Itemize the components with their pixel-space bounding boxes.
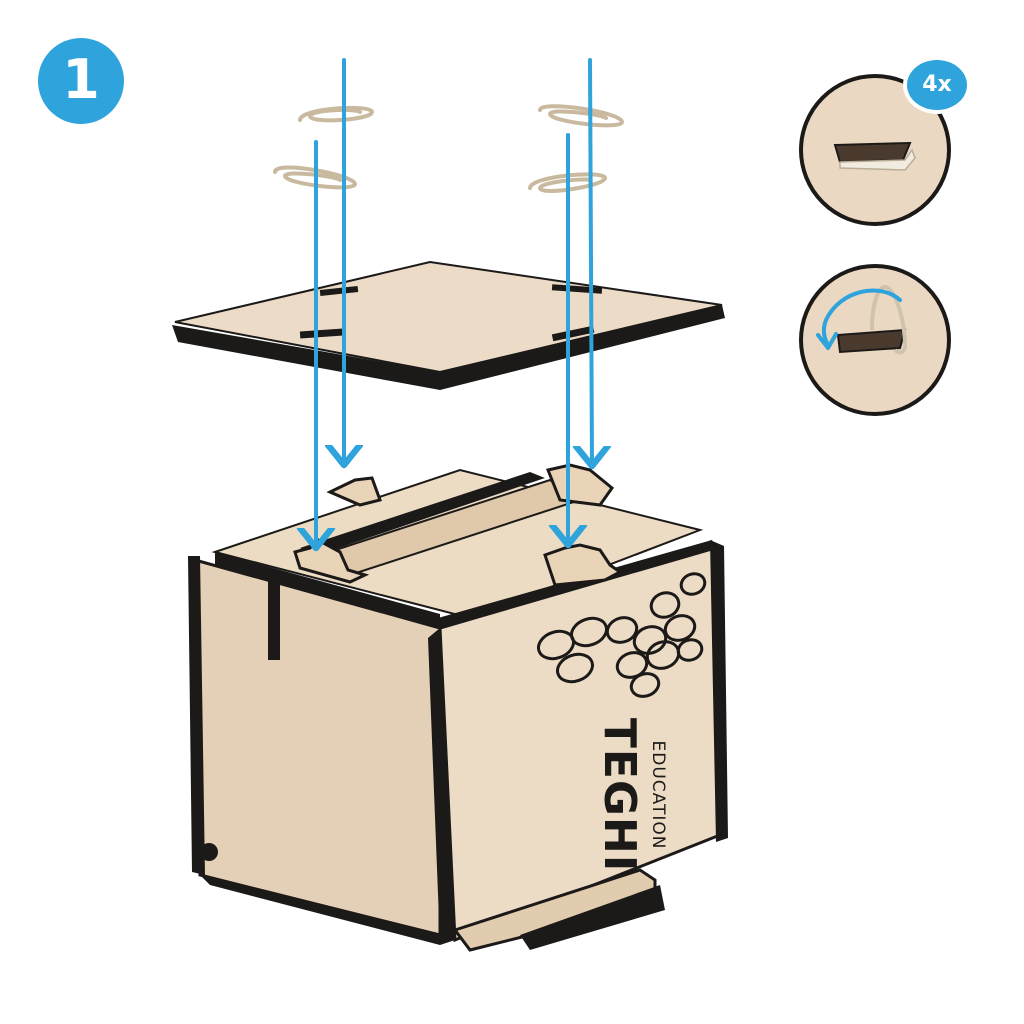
paper-clip-4 bbox=[528, 172, 608, 193]
brand-name: TEGHI bbox=[594, 718, 645, 872]
box-hole bbox=[200, 843, 218, 861]
arrow-right-back bbox=[590, 58, 592, 466]
quantity-badge: 4x bbox=[903, 56, 971, 114]
lid-slot-3 bbox=[551, 325, 595, 342]
box-notch-back-left bbox=[326, 476, 382, 507]
detail-inset-1 bbox=[799, 74, 951, 226]
wooden-box bbox=[188, 463, 728, 952]
step-number: 1 bbox=[62, 48, 100, 111]
detail-inset-2 bbox=[799, 264, 951, 416]
lid-slot-1 bbox=[299, 328, 346, 339]
box-front-edge bbox=[428, 628, 455, 945]
paper-clip-2 bbox=[273, 165, 358, 190]
rotate-arrow-icon bbox=[821, 288, 902, 347]
paper-clip-3 bbox=[538, 104, 625, 128]
insertion-arrows bbox=[316, 58, 592, 548]
box-right-edge bbox=[710, 540, 728, 842]
step-number-badge: 1 bbox=[38, 38, 124, 124]
inset-2-clip bbox=[870, 284, 908, 355]
box-left-edge bbox=[188, 556, 205, 875]
quantity-label: 4x bbox=[922, 72, 952, 97]
lid-slot-2 bbox=[319, 286, 359, 296]
box-lid bbox=[172, 260, 725, 390]
inset-1-panel bbox=[833, 141, 912, 164]
inset-2-panel bbox=[836, 328, 907, 354]
brand-engraving: TEGHI EDUCATION bbox=[594, 718, 668, 872]
box-left-slot bbox=[268, 578, 280, 660]
coin-engravings bbox=[537, 572, 707, 698]
paper-clip-1 bbox=[298, 105, 375, 123]
paper-clips bbox=[273, 104, 625, 193]
brand-tagline: EDUCATION bbox=[648, 741, 668, 850]
lid-edge bbox=[172, 305, 725, 390]
